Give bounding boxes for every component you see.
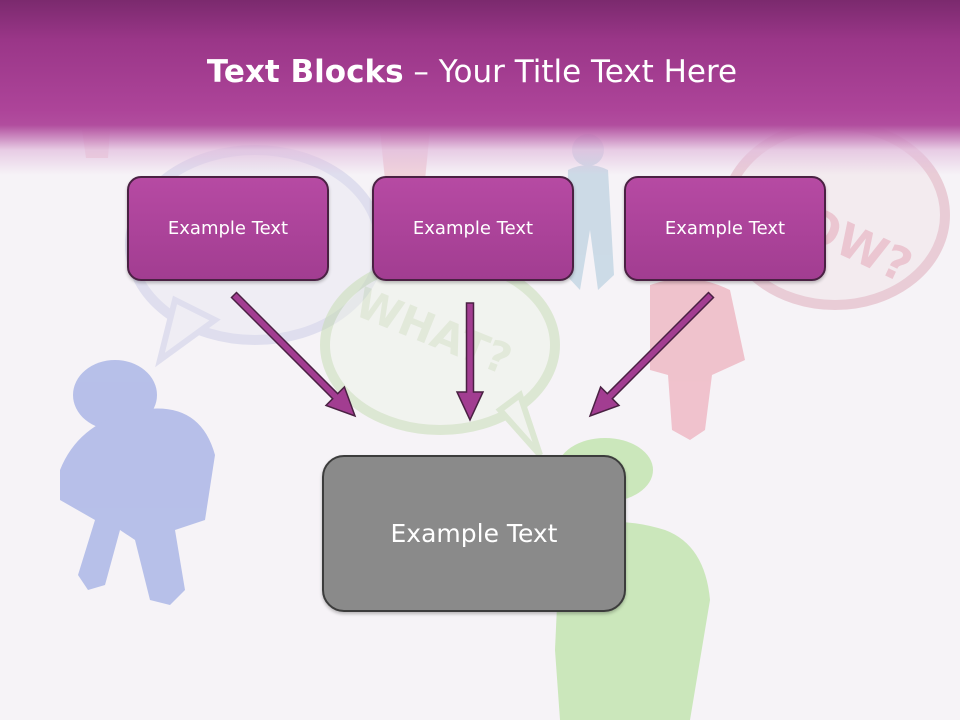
text-block-center[interactable]: Example Text [372,176,574,281]
text-block-left[interactable]: Example Text [127,176,329,281]
title-rest: – Your Title Text Here [403,54,738,90]
title-bold: Text Blocks [206,54,404,90]
text-block-right[interactable]: Example Text [624,176,826,281]
header-band [0,0,960,175]
main-text-block-label: Example Text [390,519,558,548]
background-figure-blue [60,360,215,605]
text-block-right-label: Example Text [664,218,786,239]
text-block-center-label: Example Text [412,218,534,239]
main-text-block[interactable]: Example Text [322,455,626,612]
slide-title: Text Blocks – Your Title Text Here [0,54,944,90]
text-block-left-label: Example Text [167,218,289,239]
green-speech-bubble: WHAT? [320,255,560,457]
